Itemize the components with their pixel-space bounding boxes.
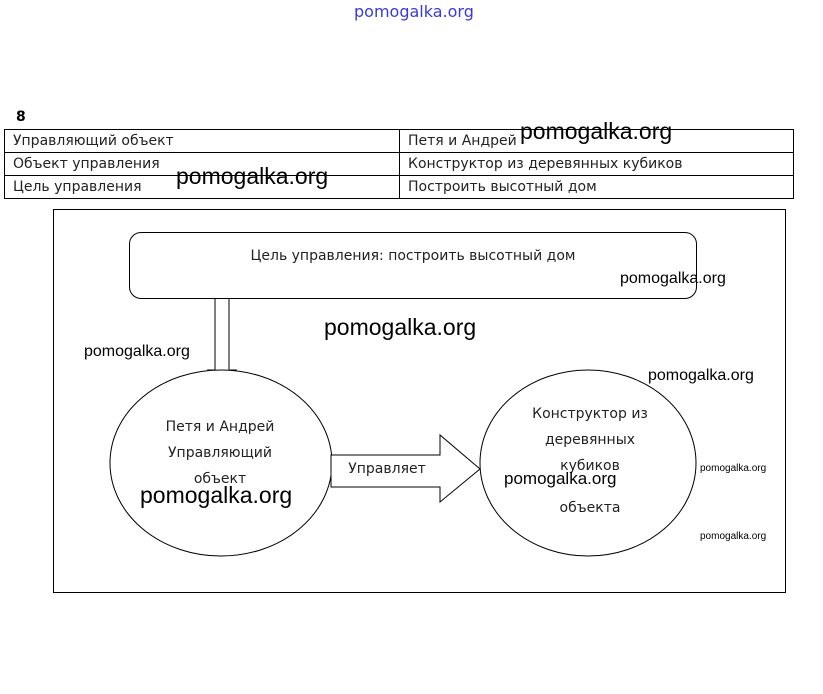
watermark: pomogalka.org	[520, 118, 673, 144]
right-arrow	[330, 433, 481, 504]
table-cell: Цель управления	[4, 175, 400, 199]
watermark: pomogalka.org	[700, 531, 767, 542]
left-circle-line: Управляющий	[168, 445, 272, 461]
watermark: pomogalka.org	[504, 469, 617, 488]
watermark-top: pomogalka.org	[354, 2, 474, 21]
arrow-label: Управляет	[348, 461, 426, 477]
table-cell: Управляющий объект	[4, 129, 400, 153]
table-cell: Конструктор из деревянных кубиков	[399, 152, 794, 176]
watermark: pomogalka.org	[84, 343, 190, 360]
right-circle-line: деревянных	[544, 432, 636, 448]
right-circle-line: объекта	[559, 500, 621, 516]
right-circle-line: Конструктор из	[532, 406, 648, 422]
watermark: pomogalka.org	[176, 163, 329, 189]
right-circle-line: кубиков	[560, 458, 620, 474]
watermark: pomogalka.org	[140, 482, 293, 508]
left-circle-line: Петя и Андрей	[165, 419, 275, 435]
goal-box: Цель управления: построить высотный дом	[129, 232, 697, 299]
task-number: 8	[16, 109, 26, 125]
diagram-frame	[53, 209, 786, 593]
left-circle-line: объект	[193, 471, 247, 487]
watermark: pomogalka.org	[324, 314, 477, 340]
right-circle	[479, 369, 697, 557]
watermark: pomogalka.org	[648, 367, 754, 384]
table-cell: Петя и Андрей	[399, 129, 794, 153]
table-cell: Построить высотный дом	[399, 175, 794, 199]
watermark: pomogalka.org	[620, 270, 726, 287]
watermark: pomogalka.org	[700, 463, 767, 474]
